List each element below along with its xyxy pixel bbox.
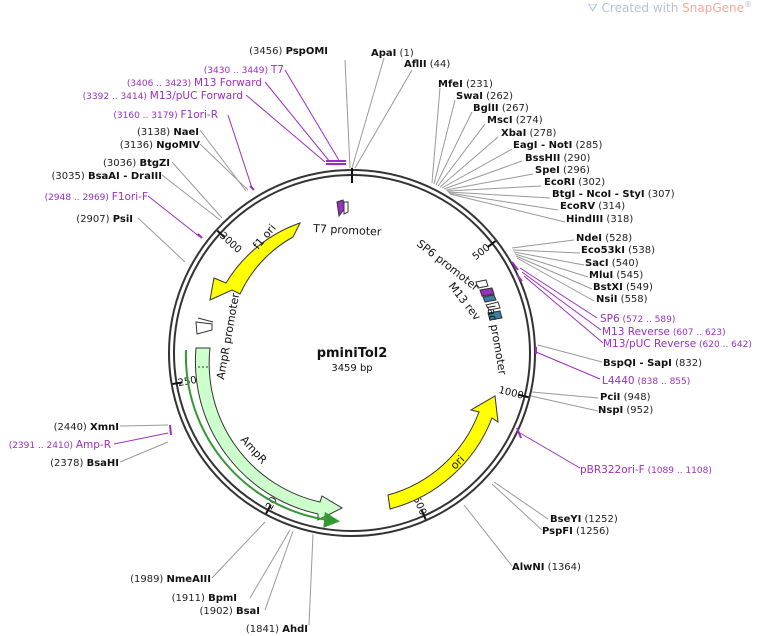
site-label[interactable]: BstXI (549) [593, 282, 653, 293]
site-label[interactable]: PciI (948) [600, 392, 651, 403]
label-lac-promoter: lac promoter [484, 304, 509, 376]
site-label[interactable]: (3456) PspOMI [249, 46, 328, 57]
site-label[interactable]: EcoRI (302) [544, 177, 605, 188]
feature-f1-ori[interactable] [209, 222, 301, 301]
site-label[interactable]: SpeI (296) [535, 165, 590, 176]
tick-mark [216, 229, 226, 239]
lac-promoter-icon [475, 279, 503, 321]
plasmid-name: pminiTol2 [317, 346, 388, 361]
site-label[interactable]: MscI (274) [487, 115, 543, 126]
tick-label-1000: 1000 [497, 385, 524, 402]
primer-mark-f1ori-f [197, 233, 203, 239]
site-label[interactable]: EagI - NotI (285) [513, 140, 602, 151]
site-label[interactable]: (3138) NaeI [137, 127, 199, 138]
tick-mark [265, 504, 272, 514]
tick-mark [420, 509, 427, 520]
site-label[interactable]: BseYI (1252) [550, 514, 618, 525]
primer-label[interactable]: M13 Reverse (607 .. 623) [602, 326, 726, 338]
label-ampr-promoter-text: AmpR promoter [214, 292, 242, 381]
site-label[interactable]: (3136) NgoMIV [120, 140, 201, 151]
credit-prefix: Created with [601, 1, 683, 15]
primer-label[interactable]: SP6 (572 .. 589) [600, 313, 675, 325]
snapgene-credit: ⛛ Created with SnapGene® [588, 0, 752, 16]
primer-label[interactable]: L4440 (838 .. 855) [602, 375, 690, 387]
site-label[interactable]: (2440) XmnI [54, 422, 119, 433]
primer-mark-amp-r [169, 424, 172, 436]
leader-lines [119, 57, 603, 626]
site-label[interactable]: NspI (952) [598, 405, 653, 416]
primer-mark-f1ori-r [249, 185, 255, 191]
primer-leaders [113, 69, 604, 469]
t7-promoter-icon [336, 199, 349, 218]
feature-ampr[interactable] [194, 347, 344, 521]
site-label[interactable]: (1989) NmeAIII [130, 574, 211, 585]
primer-label[interactable]: (3406 .. 3423) M13 Forward [127, 77, 262, 89]
site-label[interactable]: XbaI (278) [501, 128, 557, 139]
site-label[interactable]: PspFI (1256) [542, 526, 609, 537]
primer-label[interactable]: (3392 .. 3414) M13/pUC Forward [83, 90, 243, 102]
site-label[interactable]: EcoRV (314) [560, 201, 625, 212]
primer-mark-sp6 [511, 261, 519, 271]
site-label[interactable]: NdeI (528) [576, 233, 632, 244]
snapgene-logo-icon: ⛛ [587, 1, 598, 15]
credit-mark: ® [744, 0, 752, 9]
site-label[interactable]: NsiI (558) [596, 294, 648, 305]
site-label[interactable]: BtgI - NcoI - StyI (307) [552, 189, 675, 200]
site-label[interactable]: Eco53kI (538) [581, 245, 655, 256]
primer-mark-m13-rev [516, 274, 523, 282]
tick-mark [486, 240, 497, 248]
feature-ampr-line [184, 349, 340, 528]
site-label[interactable]: (1911) BpmI [172, 593, 237, 604]
site-label[interactable]: (1902) BsaI [200, 606, 260, 617]
site-label[interactable]: BglII (267) [473, 103, 529, 114]
primer-mark-pbr322 [516, 427, 522, 439]
site-label[interactable]: ApaI (1) [371, 48, 414, 59]
feature-ampr-promoter[interactable] [195, 317, 214, 335]
features [184, 199, 503, 528]
site-label[interactable]: MluI (545) [589, 270, 643, 281]
site-label[interactable]: BssHII (290) [525, 153, 591, 164]
label-t7-promoter: T7 promoter [312, 222, 382, 239]
tick-mark [172, 381, 183, 385]
primer-label[interactable]: (3430 .. 3449) T7 [204, 64, 284, 76]
feature-ori[interactable] [387, 395, 499, 510]
site-label[interactable]: AlwNI (1364) [512, 562, 581, 573]
primer-label[interactable]: (2948 .. 2969) F1ori-F [45, 191, 148, 203]
site-label[interactable]: (1841) AhdI [246, 624, 308, 635]
site-label[interactable]: HindIII (318) [566, 214, 633, 225]
tick-label-3000: 3000 [217, 231, 243, 256]
site-label[interactable]: SwaI (262) [456, 91, 513, 102]
primer-label[interactable]: (2391 .. 2410) Amp-R [9, 439, 111, 451]
site-labels: ApaI (1)AflII (44) MfeI (231)SwaI (262)Bg… [50, 46, 702, 635]
site-label[interactable]: (3036) BtgZI [103, 158, 170, 169]
site-label[interactable]: MfeI (231) [438, 79, 493, 90]
site-label[interactable]: BspQI - SapI (832) [603, 358, 702, 369]
site-label[interactable]: (2378) BsaHI [50, 458, 119, 469]
plasmid-length: 3459 bp [331, 363, 372, 374]
site-label[interactable]: (2907) PsiI [76, 214, 133, 225]
site-label[interactable]: AflII (44) [404, 59, 450, 70]
primer-label[interactable]: M13/pUC Reverse (620 .. 642) [603, 338, 752, 350]
primer-labels: (3430 .. 3449) T7(3406 .. 3423) M13 Forw… [9, 64, 752, 476]
primer-label[interactable]: pBR322ori-F (1089 .. 1108) [580, 464, 712, 476]
primer-marks [169, 160, 537, 439]
primer-label[interactable]: (3160 .. 3179) F1ori-R [113, 109, 218, 121]
site-label[interactable]: SacI (540) [585, 258, 639, 269]
tick-mark [518, 393, 529, 399]
site-label[interactable]: (3035) BsaAI - DraIII [52, 171, 162, 182]
credit-brand: SnapGene [682, 1, 744, 15]
